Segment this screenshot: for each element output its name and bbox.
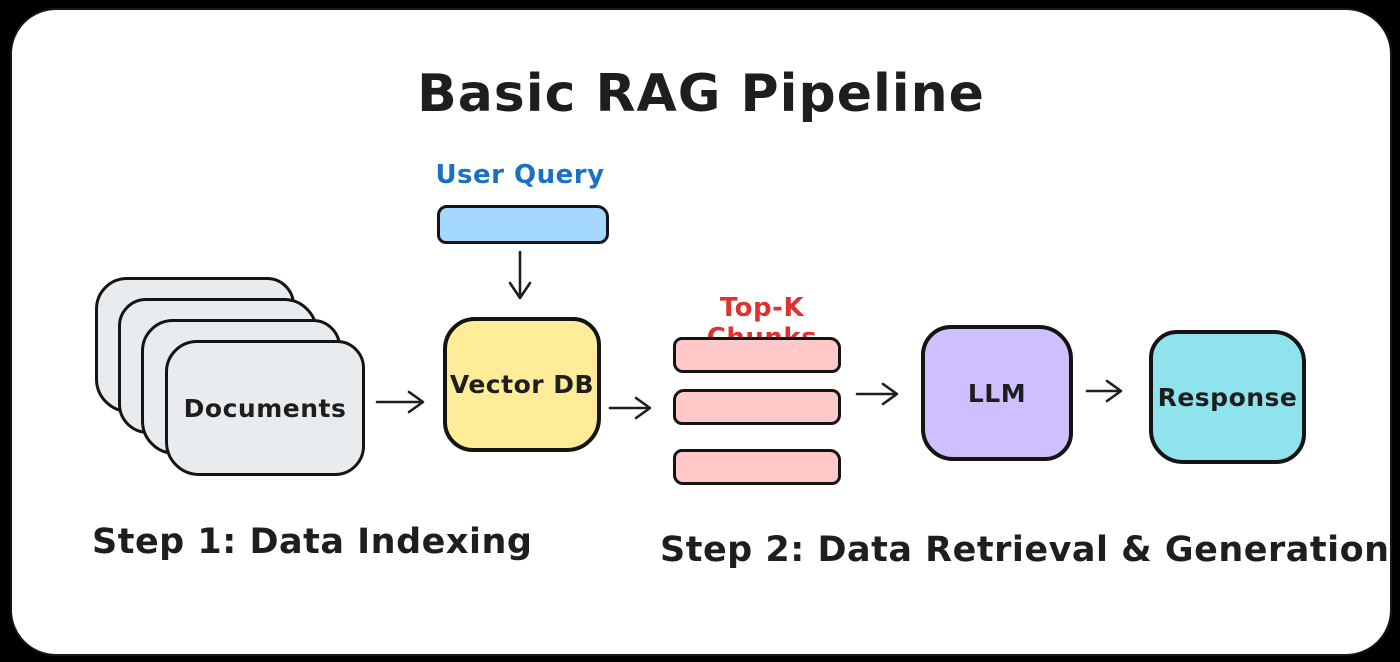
vector-db-label: Vector DB <box>449 370 595 399</box>
chunk-bar <box>673 449 841 485</box>
arrow-down-icon <box>508 250 532 300</box>
user-query-bar <box>437 205 609 244</box>
step-1-caption: Step 1: Data Indexing <box>92 522 533 562</box>
documents-label: Documents <box>183 393 347 423</box>
documents-node: Documents <box>165 340 365 476</box>
diagram-title: Basic RAG Pipeline <box>417 64 985 124</box>
llm-node: LLM <box>921 325 1073 461</box>
user-query-label: User Query <box>435 160 605 190</box>
response-label: Response <box>1157 382 1298 412</box>
arrow-right-icon <box>375 390 425 414</box>
chunk-bar <box>673 337 841 373</box>
step-2-caption: Step 2: Data Retrieval & Generation <box>660 530 1390 570</box>
arrow-right-icon <box>608 396 652 420</box>
arrow-right-icon <box>855 382 899 406</box>
response-node: Response <box>1149 330 1306 464</box>
llm-label: LLM <box>967 378 1027 408</box>
vector-db-node: Vector DB <box>443 317 601 452</box>
whiteboard-card: Basic RAG Pipeline User Query Documents … <box>10 8 1392 656</box>
arrow-right-icon <box>1085 379 1123 403</box>
chunk-bar <box>673 389 841 425</box>
